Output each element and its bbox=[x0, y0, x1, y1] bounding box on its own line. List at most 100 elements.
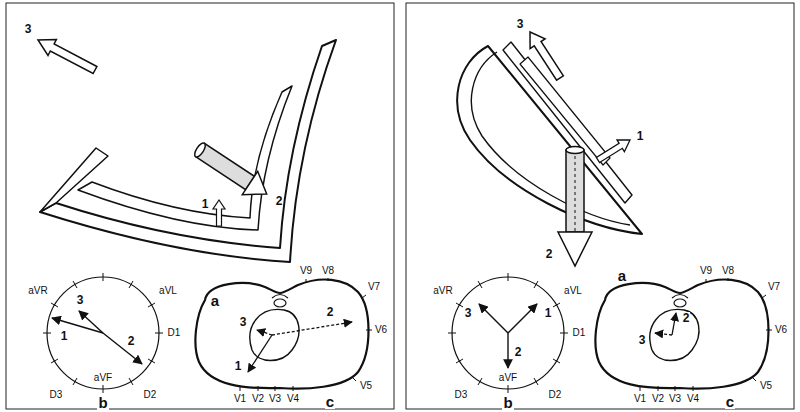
lead-label: V7 bbox=[767, 282, 781, 292]
axis-ticks bbox=[448, 273, 568, 393]
vector-line bbox=[248, 335, 272, 372]
lead-label: V2 bbox=[651, 394, 665, 404]
electrode-ticks bbox=[240, 278, 372, 391]
inner-wall bbox=[471, 52, 630, 225]
callout-number: 2 bbox=[682, 312, 691, 324]
vertebra-arch bbox=[672, 295, 688, 299]
lead-label: aVR bbox=[432, 286, 453, 296]
callout-number: 1 bbox=[234, 360, 243, 372]
lead-label: V4 bbox=[686, 394, 700, 404]
vector-arrow bbox=[38, 40, 97, 74]
lead-label: V9 bbox=[299, 266, 313, 276]
vector-line bbox=[508, 304, 537, 333]
axis-ticks bbox=[43, 273, 163, 393]
callout-number: 1 bbox=[636, 130, 645, 142]
lead-label: aVL bbox=[158, 286, 178, 296]
lead-label: V3 bbox=[668, 394, 682, 404]
hexaxial-circle bbox=[43, 273, 163, 393]
panel-letter: c bbox=[725, 394, 735, 409]
lead-label: D2 bbox=[143, 390, 158, 400]
lead-label: V6 bbox=[374, 325, 388, 335]
lead-label: V7 bbox=[367, 282, 381, 292]
vertebra-body bbox=[274, 299, 286, 307]
vertebra-arch bbox=[272, 295, 288, 299]
callout-number: 2 bbox=[514, 346, 523, 358]
lead-label: V1 bbox=[233, 394, 247, 404]
vector-line bbox=[655, 333, 672, 335]
electrode-ticks bbox=[640, 278, 772, 391]
outer-wall bbox=[457, 46, 642, 234]
lead-label: aVR bbox=[27, 286, 48, 296]
lead-label: V5 bbox=[359, 381, 373, 391]
lead-label: V2 bbox=[251, 394, 265, 404]
axis-circle bbox=[47, 277, 159, 389]
lead-label: V4 bbox=[286, 394, 300, 404]
heart-model bbox=[40, 40, 336, 262]
chest-section bbox=[195, 278, 372, 391]
vector-line bbox=[479, 304, 508, 333]
vector-line bbox=[672, 313, 676, 335]
arrow-cap bbox=[566, 147, 584, 154]
vector-line bbox=[257, 330, 272, 335]
lead-label: D2 bbox=[548, 390, 563, 400]
arrow-head bbox=[558, 232, 592, 266]
lead-label: D1 bbox=[167, 328, 182, 338]
callout-number: 3 bbox=[516, 18, 525, 30]
lead-label: V6 bbox=[774, 325, 788, 335]
lead-label: V9 bbox=[699, 266, 713, 276]
callout-number: 1 bbox=[544, 307, 553, 319]
vector-arrow bbox=[558, 147, 592, 267]
lead-label: aVL bbox=[563, 286, 583, 296]
callout-number: 1 bbox=[60, 330, 69, 342]
callout-number: 2 bbox=[127, 335, 136, 347]
panel-frame bbox=[6, 3, 394, 409]
arrow-axis bbox=[575, 150, 576, 232]
panel-letter: b bbox=[97, 395, 108, 410]
callout-number: 3 bbox=[239, 316, 248, 328]
vertebra-body bbox=[674, 299, 686, 307]
vector-line bbox=[272, 322, 352, 335]
arrow-shaft bbox=[566, 150, 584, 232]
panel-frame bbox=[406, 3, 794, 409]
thorax-outline bbox=[595, 280, 768, 389]
callout-number: 3 bbox=[464, 307, 473, 319]
wall-flap bbox=[40, 148, 108, 212]
lead-label: V5 bbox=[759, 381, 773, 391]
lead-label: V1 bbox=[633, 394, 647, 404]
vector-line bbox=[103, 333, 142, 364]
arrow-head bbox=[242, 171, 266, 194]
axis-circle bbox=[452, 277, 564, 389]
vector-arrow bbox=[193, 141, 267, 194]
lead-label: V3 bbox=[268, 394, 282, 404]
callout-number: 3 bbox=[24, 23, 33, 35]
callout-number: 2 bbox=[326, 306, 335, 318]
callout-number: 3 bbox=[76, 294, 85, 306]
panel-letter: b bbox=[502, 395, 513, 410]
heart-outline bbox=[650, 309, 699, 360]
thorax-outline bbox=[195, 280, 368, 389]
outer-wall bbox=[40, 40, 336, 262]
callout-number: 2 bbox=[545, 248, 554, 260]
arrow-cap bbox=[193, 141, 208, 158]
hexaxial-circle bbox=[448, 273, 568, 393]
lead-label: D3 bbox=[49, 390, 64, 400]
callout-number: 2 bbox=[275, 195, 284, 207]
lead-label: V8 bbox=[721, 266, 735, 276]
vector-arrow bbox=[213, 200, 225, 226]
lead-label: aVF bbox=[93, 373, 113, 383]
lead-label: D1 bbox=[572, 328, 587, 338]
vector-line bbox=[507, 333, 508, 368]
lead-label: D3 bbox=[454, 390, 469, 400]
vector-line bbox=[79, 311, 103, 333]
lead-label: aVF bbox=[498, 373, 518, 383]
panel-letter: a bbox=[210, 293, 220, 308]
panel-letter: c bbox=[325, 394, 335, 409]
septum-wall bbox=[78, 86, 292, 230]
vector-arrow bbox=[596, 140, 630, 163]
vector-arrow bbox=[530, 32, 563, 80]
panel-letter: a bbox=[617, 268, 627, 283]
callout-number: 1 bbox=[201, 198, 210, 210]
septum-wall bbox=[520, 57, 610, 165]
